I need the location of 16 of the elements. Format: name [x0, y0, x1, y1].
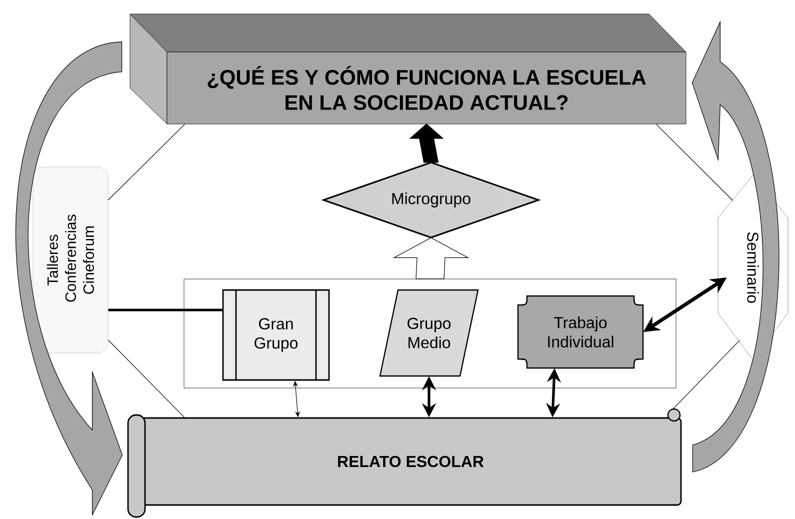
- question-block: ¿QUÉ ES Y CÓMO FUNCIONA LA ESCUELA EN LA SOCIEDAD ACTUAL?: [130, 14, 686, 124]
- connector-line: [672, 340, 740, 410]
- scroll-banner: RELATO ESCOLAR: [127, 408, 682, 518]
- connector-line: [108, 308, 222, 312]
- curved-arrow: [692, 22, 779, 472]
- connector-line: [108, 340, 185, 418]
- shaded-box: Trabajo Individual: [517, 295, 644, 369]
- parallelogram-box: Grupo Medio: [379, 289, 479, 377]
- connector-line: [656, 124, 734, 201]
- group-frame: [184, 278, 676, 388]
- block-arrow: [409, 124, 444, 163]
- block-arrow: [392, 237, 470, 280]
- curved-arrow: [16, 42, 123, 516]
- rounded-box: Talleres Conferencias Cineforum: [32, 166, 108, 354]
- connector-line: [108, 124, 186, 200]
- process-box: Gran Grupo: [222, 289, 330, 381]
